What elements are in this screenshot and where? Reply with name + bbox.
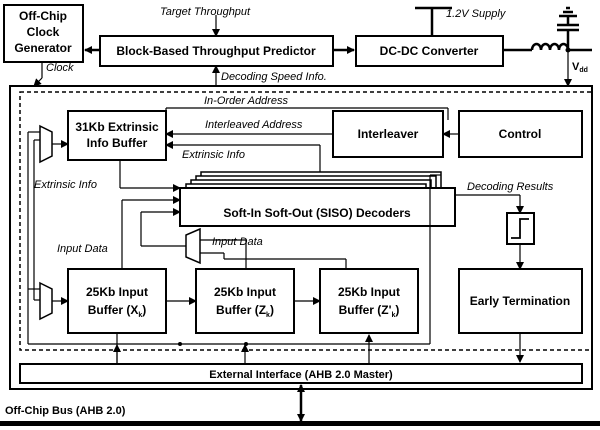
clock-label: Clock (46, 62, 74, 74)
external-interface-block (19, 363, 583, 384)
clock-generator-line-2: Clock (27, 25, 60, 39)
decoding-speed-label: Decoding Speed Info. (221, 71, 327, 83)
offchip-bus-label: Off-Chip Bus (AHB 2.0) (5, 405, 126, 417)
external-interface-label: External Interface (AHB 2.0 Master) (209, 369, 393, 381)
control-block (458, 110, 583, 158)
supply-label: 1.2V Supply (446, 8, 507, 20)
decoding-results-label: Decoding Results (467, 181, 554, 193)
input-buffer-x-line-1: 25Kb Input (86, 285, 148, 299)
extrinsic-buffer-line-2: Info Buffer (87, 136, 148, 150)
bus-junction-1 (178, 342, 182, 346)
threshold-step-icon (511, 218, 529, 239)
input-buffer-x-line-2: Buffer (Xk) (88, 303, 147, 319)
extrinsic-info-top-label: Extrinsic Info (182, 149, 245, 161)
interleaver-label: Interleaver (358, 127, 419, 141)
mux-bottom-icon (39, 281, 53, 321)
input-buffer-z-block (195, 268, 295, 334)
interleaver-block (332, 110, 444, 158)
throughput-predictor-label: Block-Based Throughput Predictor (116, 44, 316, 58)
vdd-label: Vdd (572, 61, 588, 74)
control-label: Control (499, 127, 542, 141)
siso-decoders-block (179, 187, 456, 227)
offchip-bus-bar (0, 421, 600, 426)
extrinsic-buffer-block (67, 110, 167, 161)
clock-generator-block (3, 4, 84, 63)
input-data-left-label: Input Data (57, 243, 108, 255)
decoder-core-boundary (19, 91, 593, 351)
dcdc-converter-label: DC-DC Converter (380, 44, 479, 58)
extrinsic-buffer-line-1: 31Kb Extrinsic (75, 120, 159, 134)
mux-top-icon (39, 124, 53, 164)
input-buffer-x-block (67, 268, 167, 334)
clock-generator-line-3: Generator (14, 41, 72, 55)
input-buffer-z-prime-block (319, 268, 419, 334)
input-buffer-z-prime-line-1: 25Kb Input (338, 285, 400, 299)
inductor-symbol (530, 42, 570, 51)
clock-arrow (33, 77, 43, 87)
in-order-address-label: In-Order Address (204, 95, 288, 107)
extrinsic-info-left-label: Extrinsic Info (34, 179, 97, 191)
mux-mid-icon (185, 227, 201, 265)
input-buffer-z-line-1: 25Kb Input (214, 285, 276, 299)
input-buffer-z-line-2: Buffer (Zk) (216, 303, 274, 319)
input-buffer-z-prime-line-2: Buffer (Z'k) (339, 303, 400, 319)
target-throughput-label: Target Throughput (160, 6, 251, 18)
input-data-mid-label: Input Data (212, 236, 263, 248)
throughput-predictor-block (99, 35, 334, 67)
interleaved-address-label: Interleaved Address (205, 119, 303, 131)
early-termination-label: Early Termination (470, 294, 570, 308)
clock-generator-line-1: Off-Chip (19, 9, 67, 23)
siso-decoders-label: Soft-In Soft-Out (SISO) Decoders (223, 206, 411, 220)
dcdc-converter-block (355, 35, 504, 67)
